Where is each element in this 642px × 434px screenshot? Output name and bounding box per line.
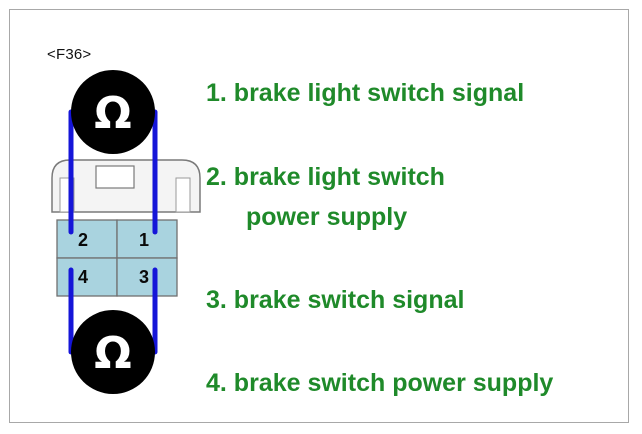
pin-2-number: 2: [78, 230, 88, 250]
ohm-icon: Ω: [94, 328, 131, 379]
probe-wires: [68, 109, 158, 355]
legend-item-2-line-2: power supply: [246, 203, 408, 231]
ohm-icon: Ω: [94, 88, 131, 139]
legend-item-1: 1. brake light switch signal: [206, 79, 525, 107]
pin-4-number: 4: [78, 267, 88, 287]
pin-grid: 2 1 4 3: [56, 219, 178, 297]
pin-4-cell: [56, 257, 118, 297]
pin-3-cell: [116, 257, 178, 297]
connector-housing: [51, 159, 201, 213]
connector-id-label: <F36>: [47, 46, 92, 63]
pin-3-number: 3: [139, 267, 149, 287]
pin-1-number: 1: [139, 230, 149, 250]
legend-item-4: 4. brake switch power supply: [206, 369, 554, 397]
legend-item-3: 3. brake switch signal: [206, 286, 465, 314]
ohmmeter-top: Ω: [71, 70, 155, 154]
ohmmeter-bottom: Ω: [71, 310, 155, 394]
legend-item-2-line-1: 2. brake light switch: [206, 163, 445, 191]
